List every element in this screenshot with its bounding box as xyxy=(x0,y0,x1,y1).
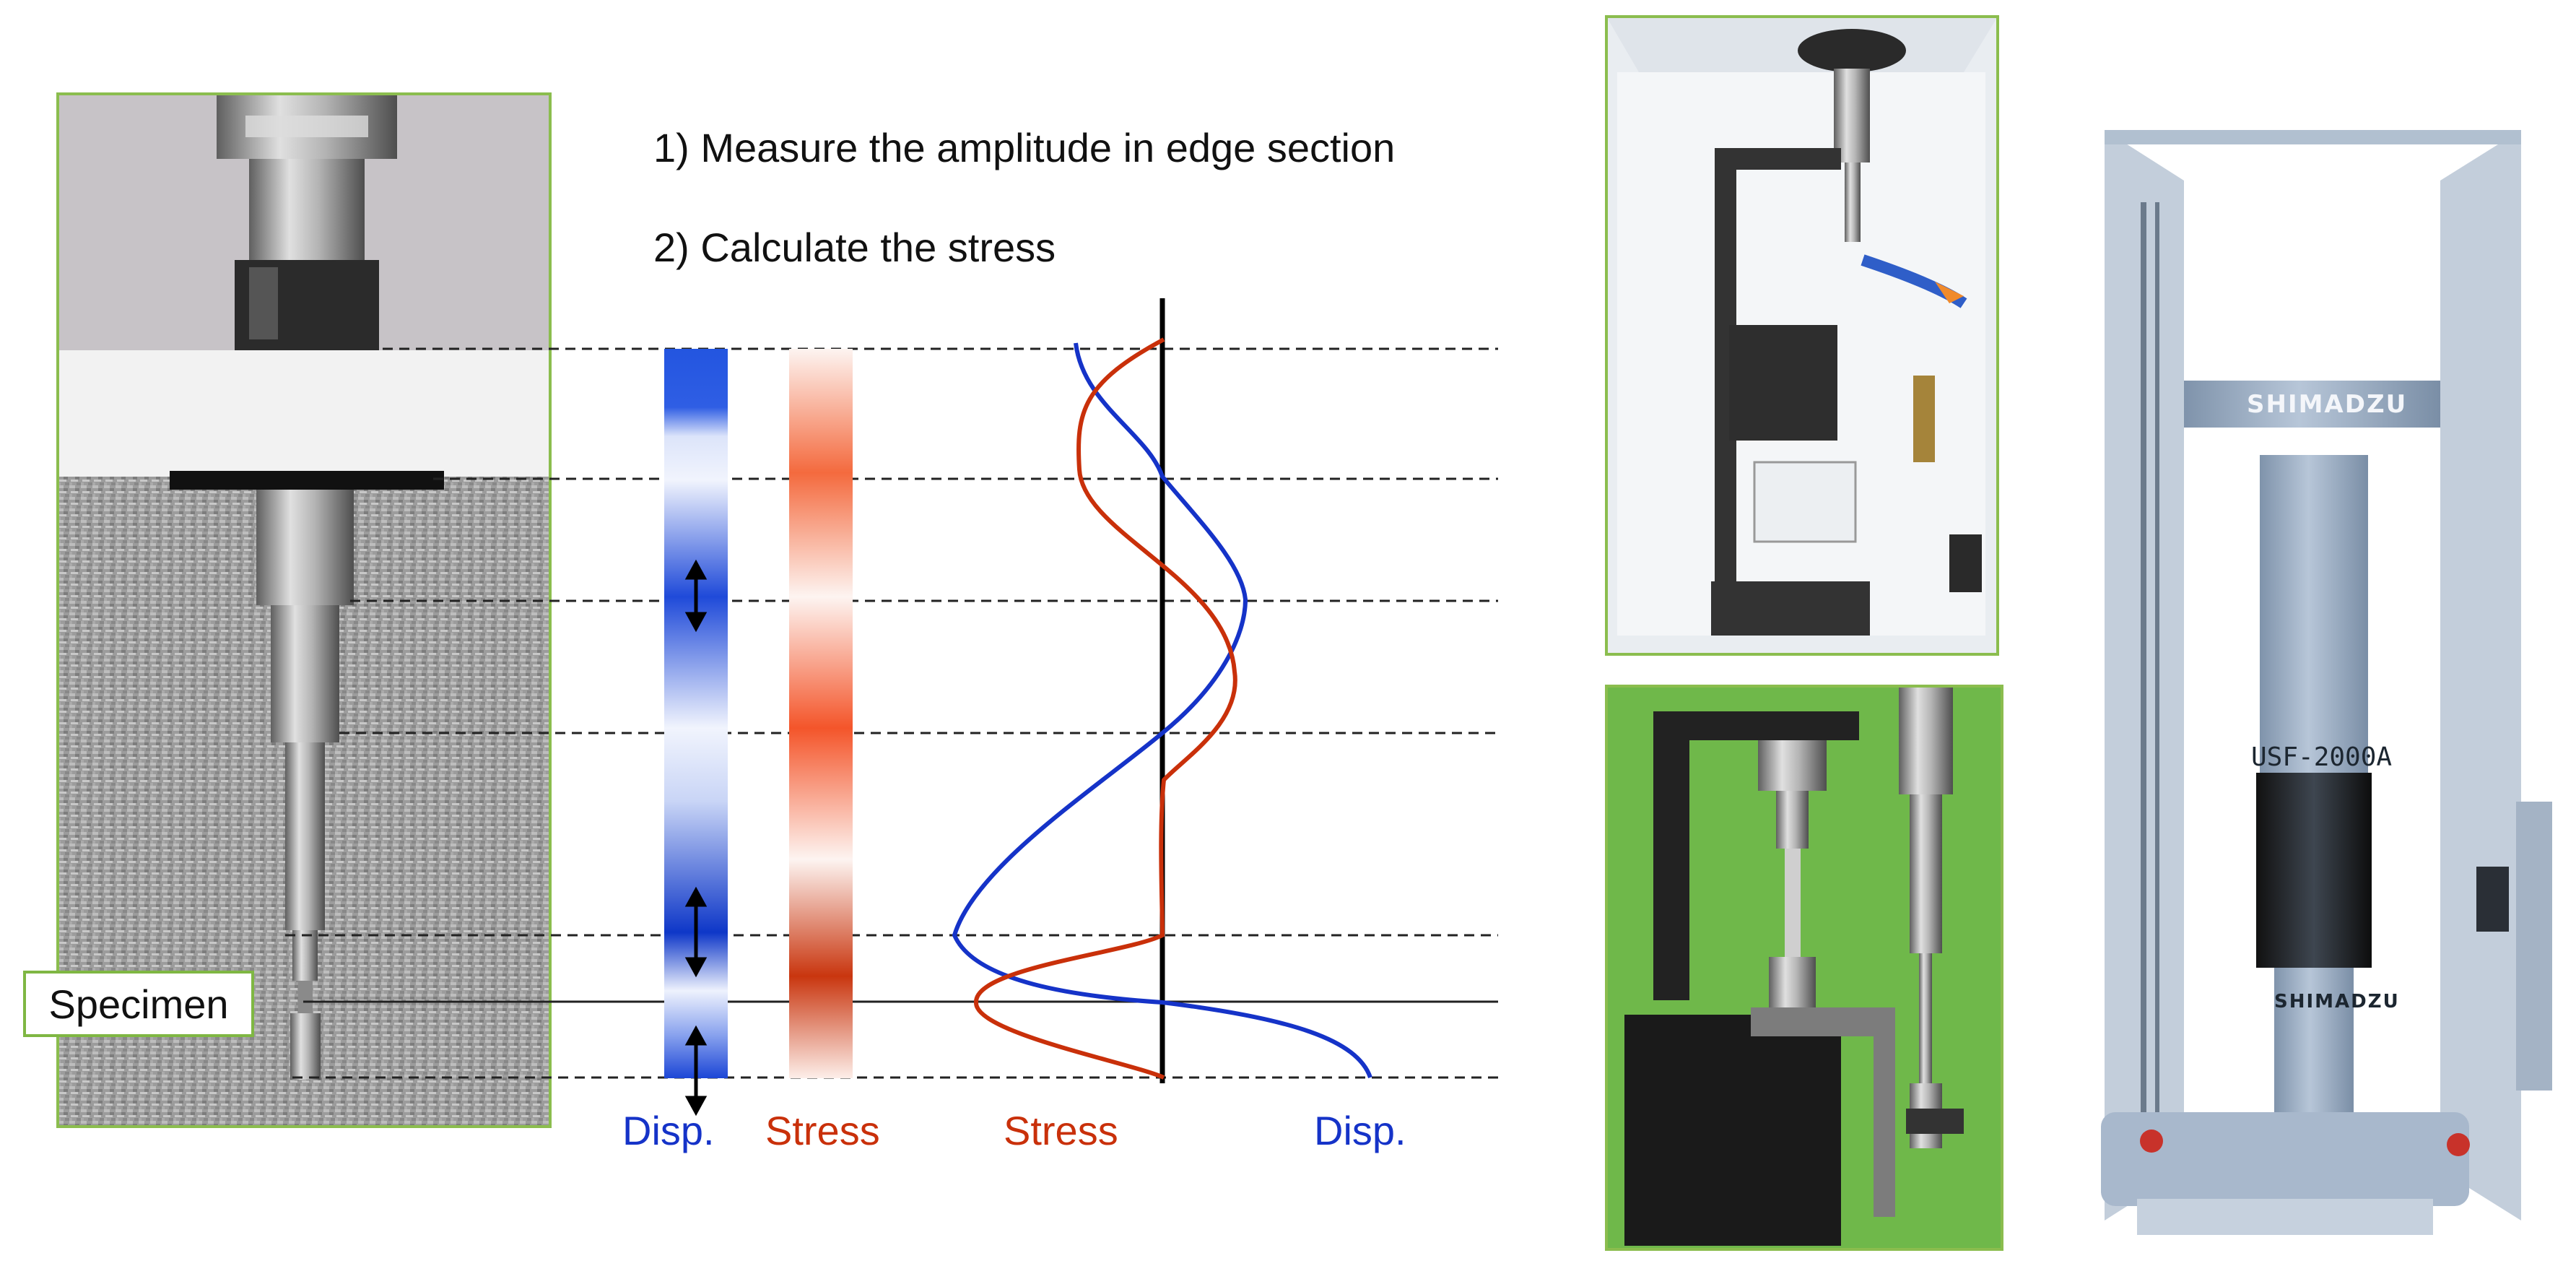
double-arrow-icon xyxy=(684,559,708,633)
machine-model-label: USF-2000A xyxy=(2251,742,2393,772)
disp-curve-label: Disp. xyxy=(1314,1108,1406,1153)
disp-curve xyxy=(952,342,1372,1079)
machine-brand-top: SHIMADZU xyxy=(2247,390,2408,419)
section-lines xyxy=(285,347,1498,1079)
stress-bar-label: Stress xyxy=(765,1108,880,1153)
testing-machine-photo xyxy=(2101,130,2552,1235)
specimen-label: Specimen xyxy=(23,971,254,1037)
test-rig-photo xyxy=(1605,15,1999,656)
stress-curve xyxy=(973,337,1237,1080)
machine-brand-bottom: SHIMADZU xyxy=(2274,991,2400,1013)
step-calculate-stress: 2) Calculate the stress xyxy=(653,225,1056,270)
close-up-photo xyxy=(1605,685,2003,1251)
step-measure-amplitude: 1) Measure the amplitude in edge section xyxy=(653,125,1396,170)
horn-photo xyxy=(56,92,552,1128)
stress-bar xyxy=(789,349,853,1078)
stress-curve-label: Stress xyxy=(1004,1108,1118,1153)
double-arrow-icon xyxy=(684,1025,708,1117)
double-arrow-icon xyxy=(684,886,708,978)
disp-bar-label: Disp. xyxy=(622,1108,715,1153)
